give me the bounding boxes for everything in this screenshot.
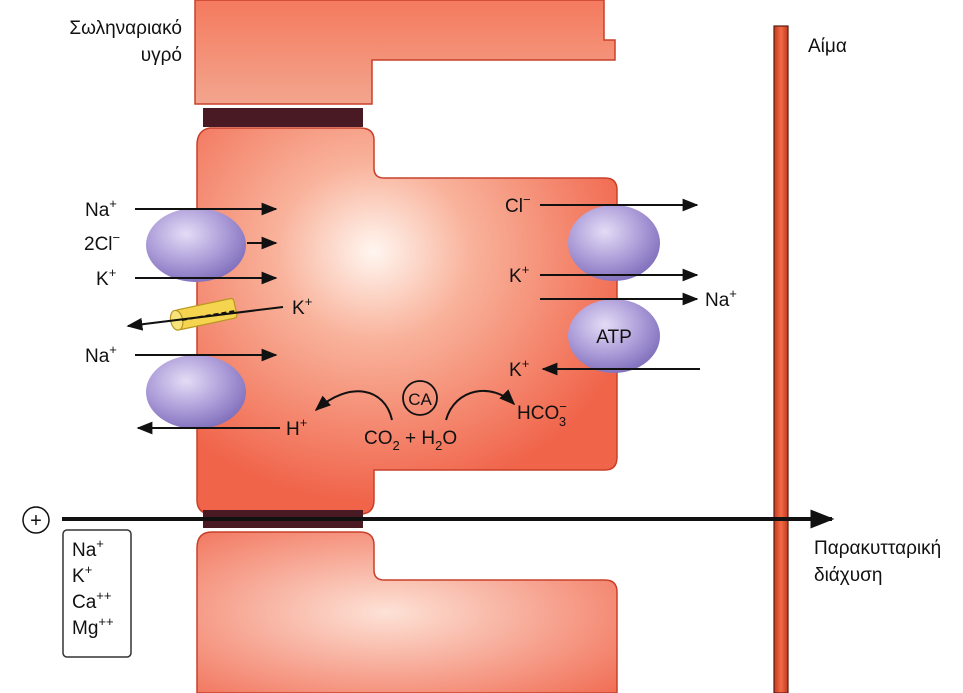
ca-label: CA [408, 390, 432, 409]
lumen-label-line2: υγρό [141, 45, 182, 66]
ion-label-k-cotransport: K+ [96, 265, 116, 290]
paracellular-ion-box [62, 529, 132, 658]
ion-label-h-exchange: H+ [286, 415, 307, 440]
paracellular-ion-ca: Ca++ [72, 588, 111, 613]
lumen-label-line1: Σωληναριακό [69, 18, 182, 39]
reaction-arrow-h [314, 390, 393, 421]
lower-cell [196, 531, 618, 693]
reaction-hco3: HCO−3 [517, 399, 567, 429]
ion-label-k-pump: K+ [509, 356, 529, 381]
ion-label-k-out: K+ [509, 262, 529, 287]
kcl-transporter [568, 205, 660, 281]
tight-junction-top [203, 108, 363, 127]
upper-cell [194, 0, 616, 105]
atp-label: ATP [596, 327, 632, 348]
reaction-arrow-hco3 [445, 389, 516, 421]
blood-label: Αίμα [808, 36, 847, 57]
arrow-k-channel-out [126, 306, 284, 331]
na-k-atpase [568, 299, 660, 373]
ion-label-na-pump: Na+ [705, 286, 737, 311]
ion-label-na-exchange: Na+ [85, 342, 117, 367]
paracellular-label-line1: Παρακυτταρική [814, 538, 941, 559]
positive-charge-circle [22, 506, 50, 534]
ion-label-cl-cotransport: 2Cl− [84, 230, 120, 255]
main-cell [196, 127, 618, 515]
paracellular-ion-na: Na+ [72, 536, 104, 561]
ion-label-cl-out: Cl− [505, 192, 531, 217]
ion-label-k-channel: K+ [292, 294, 312, 319]
paracellular-ion-mg: Mg++ [72, 614, 114, 639]
paracellular-ion-k: K+ [72, 562, 92, 587]
paracellular-label-line2: διάχυση [814, 565, 882, 586]
carbonic-anhydrase-circle [402, 380, 438, 416]
arrow-k-channel-dashed [181, 310, 236, 321]
ion-label-na-cotransport: Na+ [85, 196, 117, 221]
blood-vessel [773, 25, 789, 693]
nhe-transporter [146, 355, 246, 429]
positive-charge-sign: + [30, 510, 42, 532]
reaction-co2-h2o: CO2 + H2O [364, 428, 457, 453]
nkcc-transporter [146, 208, 246, 282]
